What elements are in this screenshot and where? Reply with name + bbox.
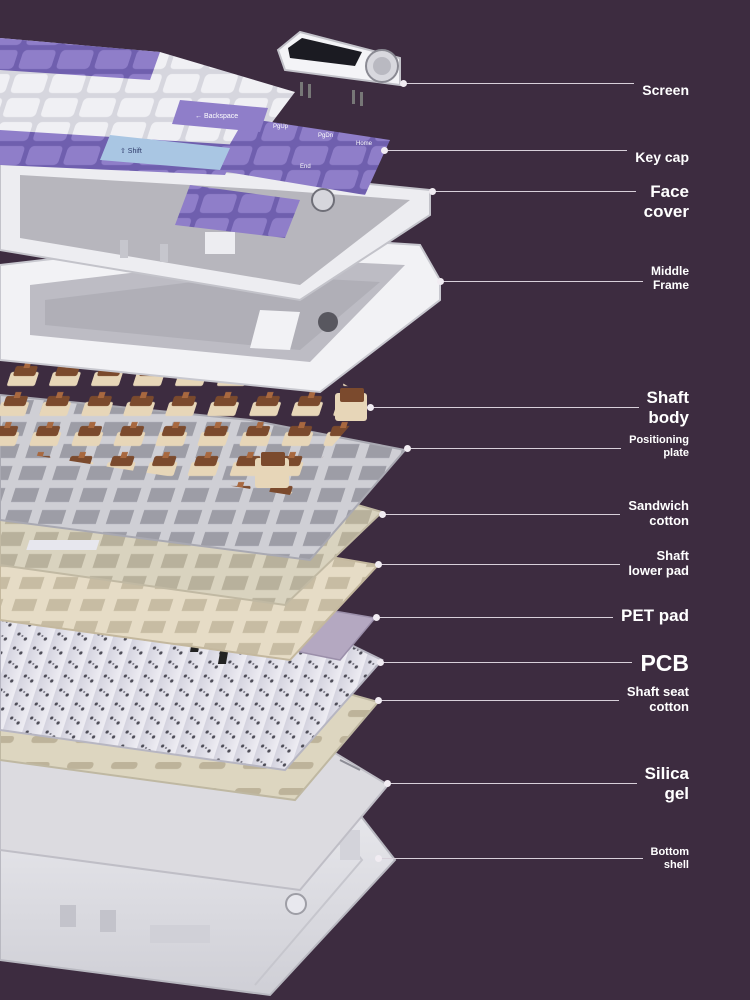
- leader-line-pcb: [380, 662, 633, 663]
- leader-line-shaft-body: [370, 407, 639, 408]
- keycap-end: End: [300, 164, 311, 170]
- leader-line-key-cap: [384, 150, 628, 151]
- label-silica-gel: Silica gel: [644, 764, 689, 804]
- label-positioning-plate: Positioning plate: [629, 434, 689, 459]
- layer-face-cover: [0, 158, 431, 302]
- leader-dot-shaft-lower-pad: [375, 561, 382, 568]
- leader-line-silica-gel: [387, 783, 637, 784]
- label-bottom-shell: Bottom shell: [650, 846, 690, 871]
- layer-key-cap: ← Backspace ⇧ Shift PgUp PgDn Home End: [0, 38, 390, 238]
- leader-line-middle-frame: [440, 281, 643, 282]
- leader-dot-shaft-seat-cotton: [375, 697, 382, 704]
- label-shaft-lower-pad: Shaft lower pad: [628, 548, 689, 579]
- leader-line-positioning-plate: [407, 448, 622, 449]
- label-middle-frame: Middle Frame: [651, 264, 689, 293]
- leader-line-face-cover: [432, 191, 636, 192]
- leader-line-screen: [403, 83, 635, 84]
- leader-line-shaft-seat-cotton: [378, 700, 619, 701]
- label-pcb: PCB: [640, 650, 689, 676]
- label-face-cover: Face cover: [643, 182, 689, 222]
- leader-dot-face-cover: [429, 188, 436, 195]
- leader-dot-sandwich-cotton: [379, 511, 386, 518]
- leader-dot-positioning-plate: [404, 445, 411, 452]
- keycap-shift: ⇧ Shift: [120, 147, 142, 155]
- keycap-home: Home: [356, 141, 373, 147]
- leader-dot-shaft-body: [367, 404, 374, 411]
- layer-screen: [276, 30, 401, 106]
- leader-dot-key-cap: [381, 147, 388, 154]
- leader-dot-pcb: [377, 659, 384, 666]
- leader-dot-screen: [400, 80, 407, 87]
- label-pet-pad: PET pad: [620, 606, 689, 625]
- leader-dot-silica-gel: [384, 780, 391, 787]
- label-shaft-seat-cotton: Shaft seat cotton: [626, 684, 689, 715]
- keycap-backspace: ← Backspace: [195, 113, 238, 120]
- leader-line-shaft-lower-pad: [378, 564, 621, 565]
- leader-line-sandwich-cotton: [382, 514, 621, 515]
- label-shaft-body: Shaft body: [646, 388, 690, 428]
- leader-line-bottom-shell: [378, 858, 643, 859]
- leader-dot-pet-pad: [373, 614, 380, 621]
- label-key-cap: Key cap: [635, 149, 689, 165]
- leader-dot-middle-frame: [437, 278, 444, 285]
- leader-dot-bottom-shell: [375, 855, 382, 862]
- label-screen: Screen: [642, 82, 689, 98]
- leader-line-pet-pad: [376, 617, 613, 618]
- keycap-pgup: PgUp: [273, 124, 289, 130]
- keycap-pgdn: PgDn: [318, 133, 333, 139]
- label-sandwich-cotton: Sandwich cotton: [628, 498, 689, 529]
